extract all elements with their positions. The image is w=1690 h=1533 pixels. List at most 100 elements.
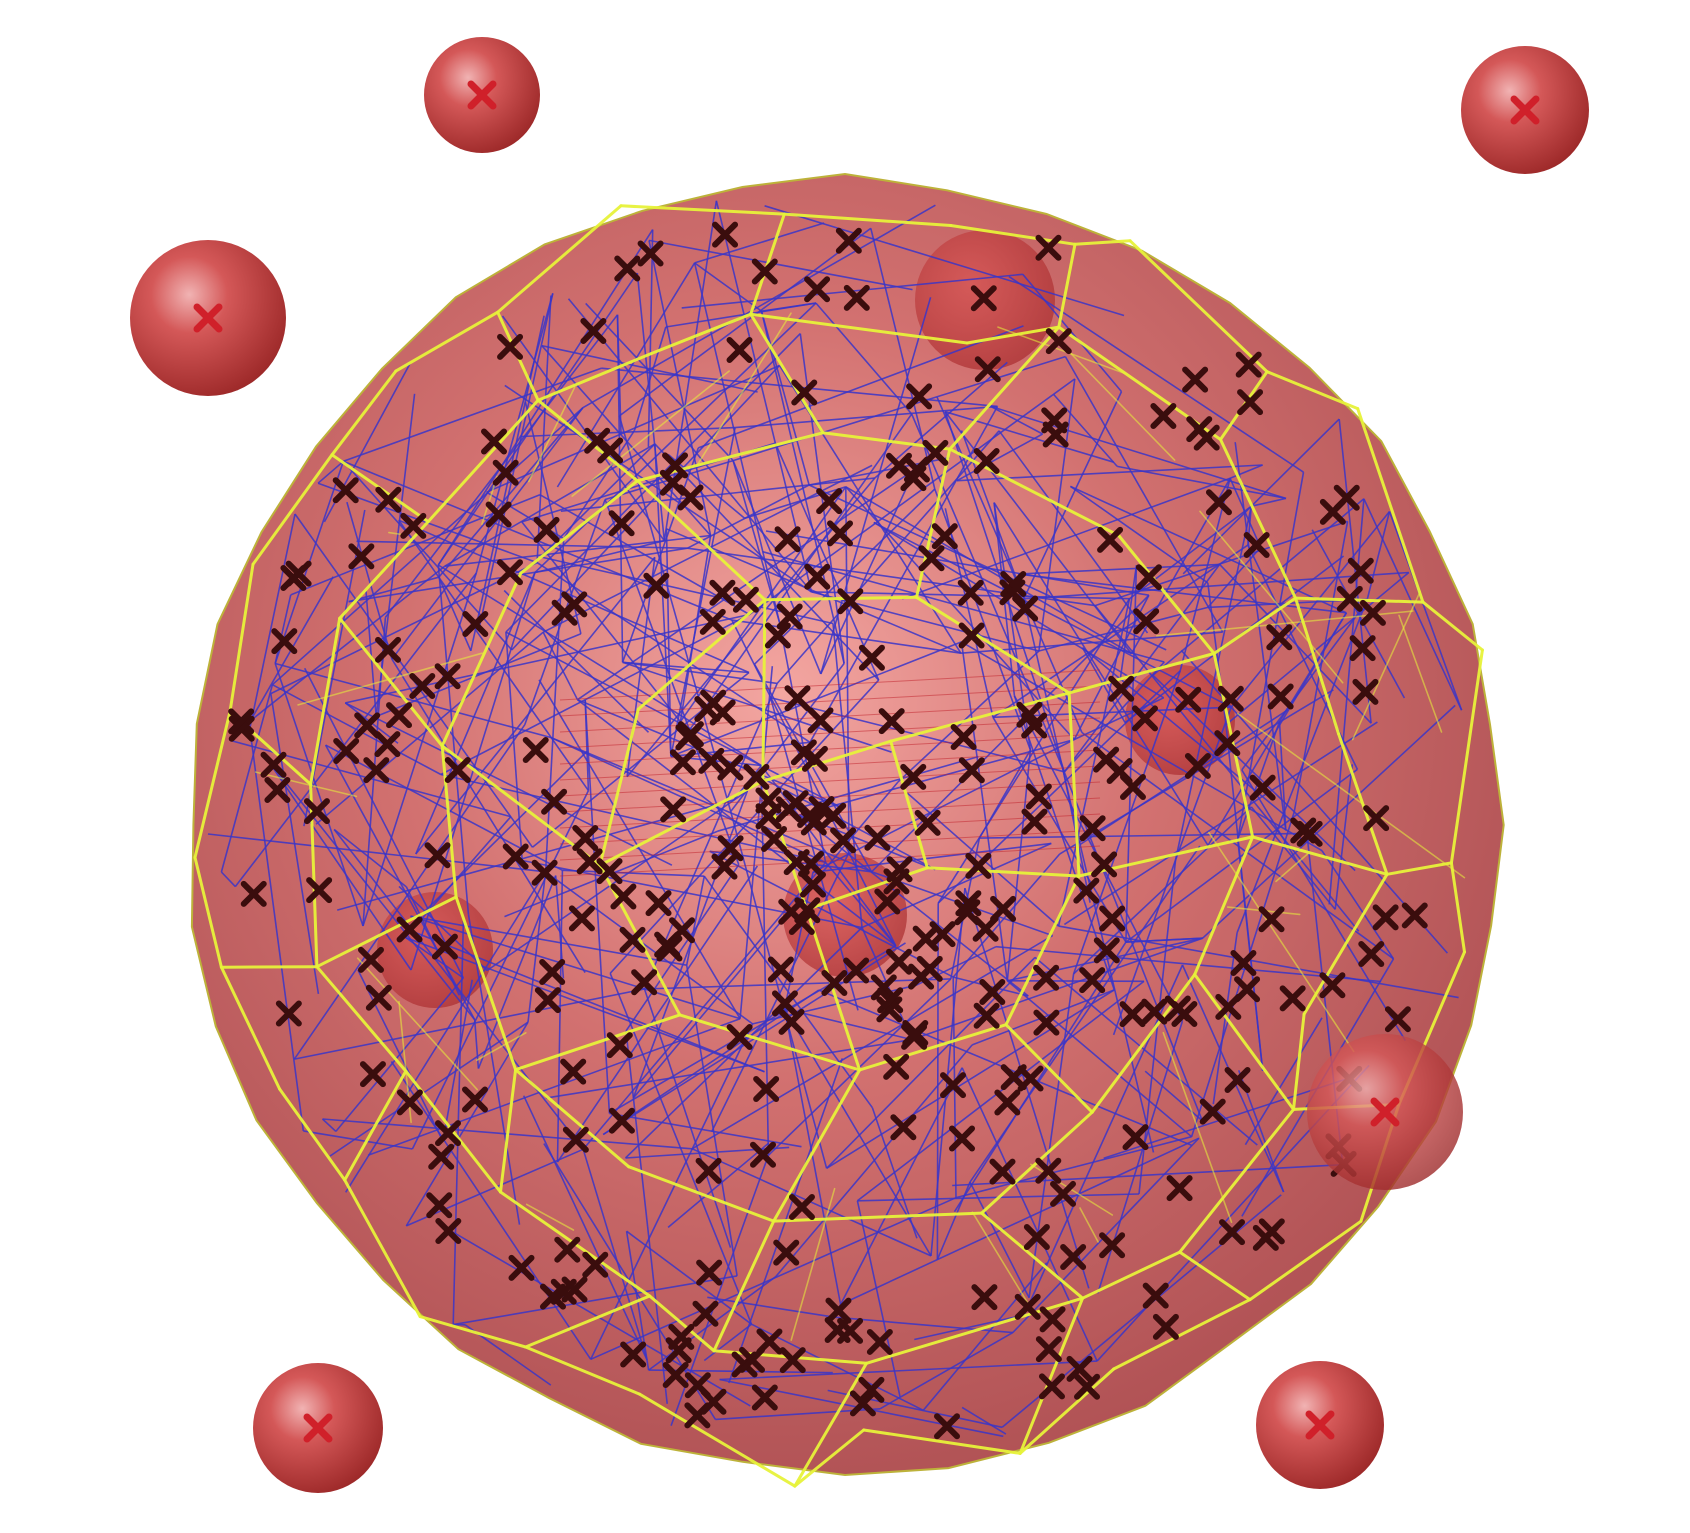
inner-edge <box>783 1008 842 1305</box>
inner-edge <box>1062 768 1204 1122</box>
cross-stroke <box>554 1236 581 1263</box>
outside-balls <box>130 37 1589 1493</box>
cross-stroke <box>568 905 595 932</box>
cross-stroke <box>877 987 904 1014</box>
inner-edge <box>744 486 847 520</box>
grid-line <box>559 829 1101 861</box>
seed-marker <box>1132 705 1159 732</box>
surface-edge <box>571 370 730 497</box>
seed-marker <box>906 383 933 410</box>
surface-edge <box>948 447 1121 537</box>
cross-stroke <box>435 1120 462 1147</box>
inner-edge <box>961 1406 1007 1435</box>
cross-stroke <box>1033 964 1060 991</box>
inner-edge <box>964 887 1090 1289</box>
seed-marker <box>949 1125 976 1152</box>
inner-edge <box>685 876 706 966</box>
seed-marker <box>732 586 759 613</box>
cross-stroke <box>1042 421 1069 448</box>
surface-edge <box>1067 691 1081 878</box>
inner-edge <box>670 427 736 757</box>
seed-marker <box>700 689 727 716</box>
cross-stroke <box>1279 985 1306 1012</box>
seed-marker <box>965 852 992 879</box>
surface-edge <box>1421 600 1484 652</box>
seed-marker <box>784 685 811 712</box>
surface-edge <box>649 312 753 355</box>
inner-edge <box>774 442 880 681</box>
surface-edge <box>865 1296 1085 1365</box>
seed-marker <box>508 1254 535 1281</box>
seed-marker <box>883 868 910 895</box>
cross-stroke <box>643 572 670 599</box>
cross-stroke <box>375 486 402 513</box>
inner-edge <box>585 302 734 462</box>
seed-marker <box>348 543 375 570</box>
inner-edge <box>609 679 880 974</box>
cross-stroke <box>971 1284 998 1311</box>
seed-marker <box>610 883 637 910</box>
seed-marker <box>481 428 508 455</box>
inner-edge <box>1081 647 1126 723</box>
inner-edge <box>207 833 546 873</box>
seed-marker <box>1108 675 1135 702</box>
inner-edge <box>856 980 1145 1202</box>
surface-edge <box>1004 874 1081 1027</box>
cross-stroke <box>773 1239 800 1266</box>
inner-edge <box>1334 764 1354 910</box>
seed-marker <box>435 1218 462 1245</box>
seed-marker <box>1384 1006 1411 1033</box>
surface-edge <box>1067 652 1216 695</box>
seed-marker <box>643 572 670 599</box>
cross-stroke <box>771 990 798 1017</box>
cross-stroke <box>717 835 744 862</box>
inner-edge <box>969 1181 1030 1299</box>
cross-stroke <box>1266 624 1293 651</box>
grid-line <box>559 685 1101 717</box>
inner-edge <box>1023 391 1123 600</box>
cross-stroke <box>608 510 635 537</box>
surface-edge <box>1302 872 1389 1016</box>
cross-stroke <box>584 427 611 454</box>
cross-stroke <box>1319 972 1346 999</box>
cross-stroke <box>1193 424 1220 451</box>
cross-stroke <box>1510 95 1540 125</box>
seed-marker <box>502 843 529 870</box>
inner-edge <box>505 632 523 861</box>
cross-stroke <box>906 383 933 410</box>
inner-edge <box>542 631 579 701</box>
cross-stroke <box>354 712 381 739</box>
inner-edge <box>444 443 656 567</box>
seed-marker <box>1215 993 1242 1020</box>
seed-marker <box>918 545 945 572</box>
cross-stroke <box>275 1000 302 1027</box>
inner-edge <box>274 663 364 927</box>
inner-edge <box>667 453 746 519</box>
inner-edge <box>411 790 590 1150</box>
seed-marker <box>660 796 687 823</box>
cross-stroke <box>1073 877 1100 904</box>
seed-marker <box>973 1002 1000 1029</box>
seed-marker <box>821 969 848 996</box>
seed-marker <box>820 802 847 829</box>
seed-marker <box>778 1008 805 1035</box>
inner-edge <box>616 314 622 434</box>
inner-edge <box>1244 1017 1323 1146</box>
surface-edge <box>297 652 483 706</box>
cross-stroke <box>835 227 862 254</box>
seed-marker <box>333 737 360 764</box>
cross-stroke <box>816 488 843 515</box>
inner-edge <box>1008 275 1304 473</box>
inner-edge <box>556 865 759 1163</box>
cross-stroke <box>1267 683 1294 710</box>
inner-edge <box>398 519 590 792</box>
seed-marker <box>1038 1373 1065 1400</box>
seed-marker <box>434 663 461 690</box>
surface-edge <box>454 895 518 1072</box>
cross-stroke <box>637 240 664 267</box>
seed-marker <box>568 905 595 932</box>
inner-edge <box>1225 571 1410 726</box>
surface-edge <box>251 453 334 566</box>
surface-edge <box>858 1023 1008 1072</box>
seed-marker <box>971 1284 998 1311</box>
